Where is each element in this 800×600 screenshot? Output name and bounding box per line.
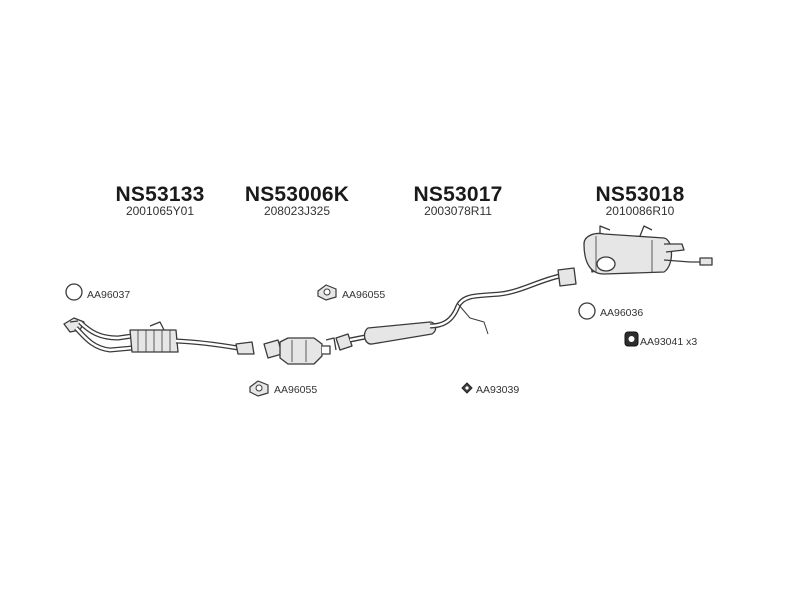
accessory-qty-aa93041: x3 [686, 336, 698, 348]
rubber-hanger-icon [461, 382, 473, 394]
accessory-label-aa96055-top: AA96055 [342, 289, 386, 301]
part-ref-front-pipe: 2001065Y01 [125, 204, 195, 218]
part-number-catalytic-converter: NS53006K [244, 183, 350, 206]
part-number-front-pipe: NS53133 [115, 183, 205, 206]
o-ring-gasket-icon [65, 283, 83, 301]
o-ring-gasket-icon [578, 302, 596, 320]
catalytic-converter-drawing [263, 337, 337, 365]
accessory-label-aa93039: AA93039 [476, 384, 520, 396]
flange-gasket-icon [317, 284, 337, 301]
part-number-middle-silencer: NS53017 [413, 183, 503, 206]
rubber-mount-icon [624, 331, 639, 347]
part-number-rear-silencer: NS53018 [595, 183, 685, 206]
accessory-code-aa93041: AA93041 [640, 336, 684, 348]
part-ref-middle-silencer: 2003078R11 [424, 204, 492, 218]
accessory-label-aa96036: AA96036 [600, 307, 644, 319]
accessory-label-aa96037: AA96037 [87, 289, 131, 301]
front-pipe-drawing [63, 317, 255, 355]
rear-silencer-drawing [583, 225, 713, 275]
accessory-label-aa96055-bottom: AA96055 [274, 384, 318, 396]
part-ref-catalytic-converter: 208023J325 [263, 204, 331, 218]
accessory-label-aa93041: AA93041 x3 [640, 336, 697, 348]
flange-gasket-icon [249, 380, 269, 397]
part-ref-rear-silencer: 2010086R10 [605, 204, 675, 218]
middle-silencer-drawing [335, 267, 577, 351]
